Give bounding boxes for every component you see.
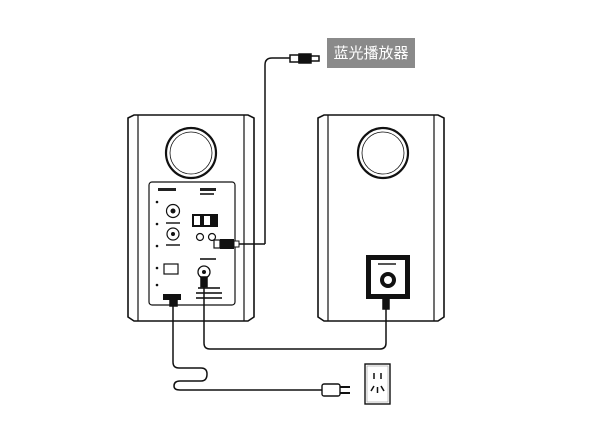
left-speaker: [127, 114, 255, 322]
optical-cable: [264, 53, 320, 244]
optical-plug-into-speaker: [213, 239, 265, 249]
blu-ray-player-label: 蓝光播放器: [327, 38, 415, 68]
power-plug: [321, 383, 350, 397]
right-speaker: [317, 114, 445, 322]
right-speaker-input-terminal: [366, 255, 410, 299]
power-cable: [169, 295, 322, 391]
power-outlet: [364, 363, 391, 405]
right-speaker-port: [356, 126, 410, 180]
speaker-link-cable: [200, 276, 390, 350]
left-speaker-port: [164, 126, 218, 180]
